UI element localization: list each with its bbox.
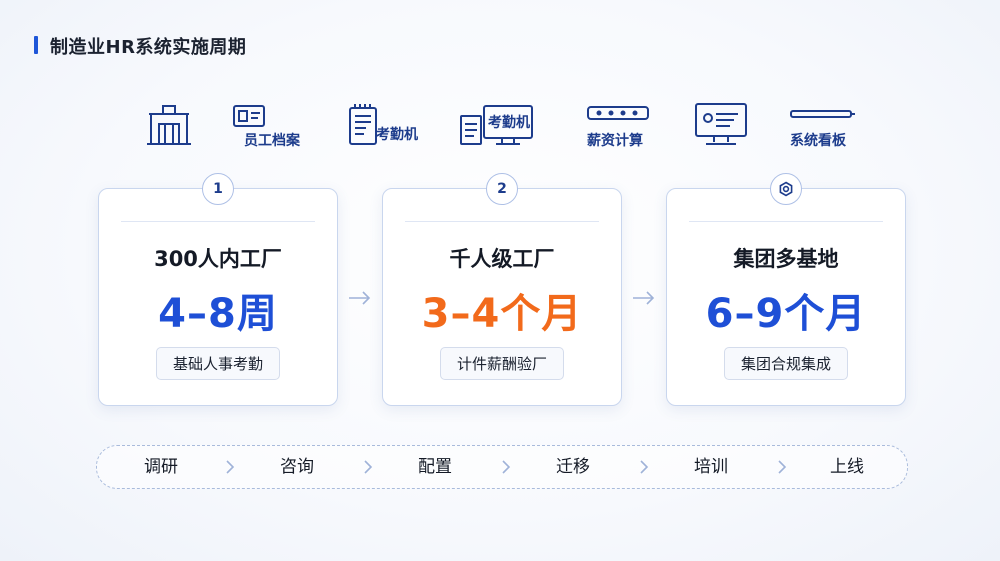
- icon-label-payroll: 薪资计算: [587, 133, 643, 149]
- step-research: 调研: [144, 457, 178, 477]
- arrow-right-icon: [349, 291, 371, 305]
- icon-item-factory: [145, 100, 193, 150]
- step-consulting: 咨询: [280, 457, 314, 477]
- card-heading: 千人级工厂: [449, 247, 555, 271]
- document-monitor-icon: [460, 105, 533, 145]
- clipboard-icon: [349, 104, 377, 145]
- icon-item-clipboard: 考勤机: [346, 100, 418, 150]
- gear-icon: [779, 181, 793, 197]
- factory-building-icon: [147, 105, 191, 145]
- card-badge-1: 1: [202, 173, 234, 205]
- device-bar-icon: [587, 106, 649, 120]
- icon-item-employee-records: 员工档案: [232, 100, 300, 150]
- card-divider: [689, 221, 883, 222]
- card-duration: 4–8周: [158, 291, 278, 337]
- chevron-right-icon: [778, 460, 787, 474]
- card-small-factory: 1 300人内工厂 4–8周 基础人事考勤: [98, 173, 338, 406]
- icon-label-attendance-machine-2: 考勤机: [488, 115, 530, 131]
- icon-label-dashboard: 系统看板: [790, 133, 846, 149]
- card-tag: 计件薪酬验厂: [439, 347, 565, 380]
- icon-item-dashboard: 系统看板: [790, 100, 855, 150]
- icon-row: 员工档案 考勤机 考勤机: [0, 100, 1000, 150]
- chevron-right-icon: [640, 460, 649, 474]
- title-accent-bar: [34, 36, 38, 54]
- page-title: 制造业HR系统实施周期: [50, 37, 247, 58]
- card-duration: 6–9个月: [705, 291, 867, 337]
- card-tag: 集团合规集成: [723, 347, 849, 380]
- card-divider: [121, 221, 315, 222]
- step-migration: 迁移: [556, 457, 590, 477]
- card-duration: 3–4个月: [421, 291, 583, 337]
- icon-item-monitor: [694, 100, 748, 150]
- icon-item-document-monitor: [458, 100, 536, 150]
- monitor-icon: [695, 103, 747, 145]
- step-go-live: 上线: [830, 457, 864, 477]
- card-badge-2: 2: [486, 173, 518, 205]
- card-divider: [405, 221, 599, 222]
- pen-icon: [790, 110, 855, 118]
- card-tag: 基础人事考勤: [155, 347, 281, 380]
- card-heading: 集团多基地: [733, 247, 839, 271]
- card-badge-3: [770, 173, 802, 205]
- icon-label-employee-records: 员工档案: [244, 133, 300, 149]
- card-heading: 300人内工厂: [154, 247, 282, 271]
- icon-item-payroll: 薪资计算: [587, 100, 649, 150]
- step-configuration: 配置: [418, 457, 452, 477]
- arrow-right-icon: [633, 291, 655, 305]
- chevron-right-icon: [226, 460, 235, 474]
- card-large-factory: 2 千人级工厂 3–4个月 计件薪酬验厂: [382, 173, 622, 406]
- icon-label-attendance-machine-1: 考勤机: [376, 127, 418, 143]
- process-bar: 调研 咨询 配置 迁移 培训 上线: [96, 445, 908, 489]
- chevron-right-icon: [364, 460, 373, 474]
- chevron-right-icon: [502, 460, 511, 474]
- step-training: 培训: [694, 457, 728, 477]
- id-card-icon: [233, 105, 265, 127]
- card-group-multi-site: 集团多基地 6–9个月 集团合规集成: [666, 173, 906, 406]
